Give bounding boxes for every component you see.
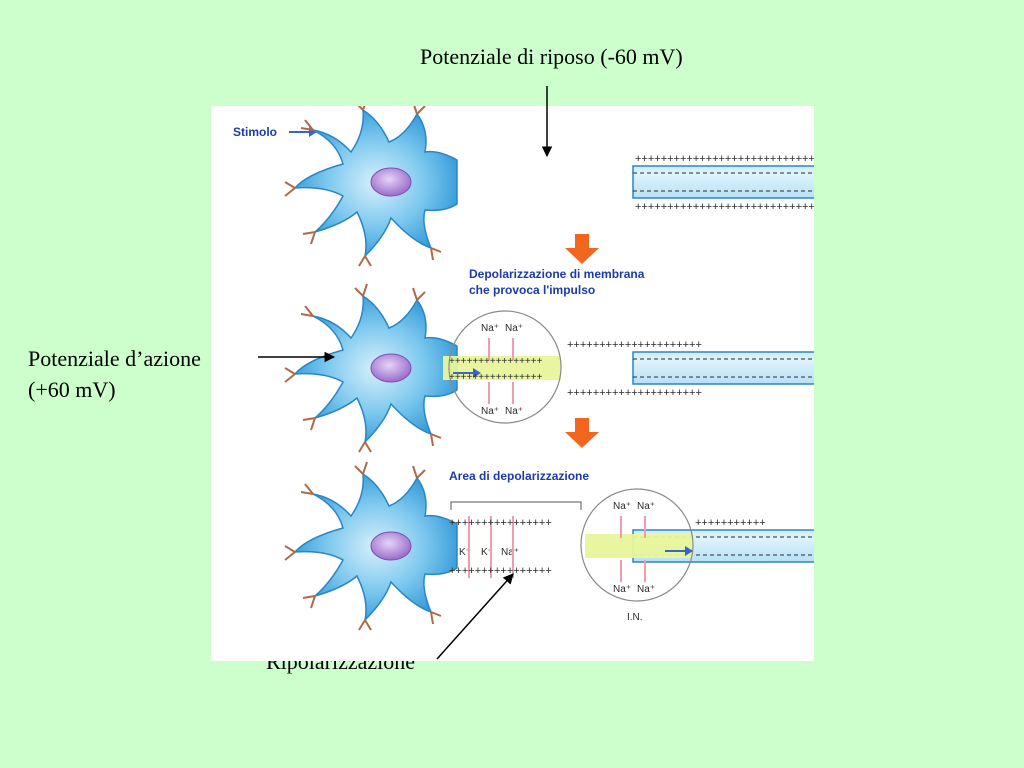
diagram-svg: Stimolo ++++++++++++++++++++++++++++++++… <box>233 106 814 631</box>
panel-resting: Stimolo ++++++++++++++++++++++++++++++++… <box>233 106 814 267</box>
charges-top-2: +++++++++++++++++++++ <box>567 339 702 351</box>
na-ion-top-4: Na⁺ <box>637 501 655 512</box>
depolarization-title-line2: che provoca l'impulso <box>469 283 595 297</box>
depolarized-zone <box>443 356 561 380</box>
charges-bottom-2: +++++++++++++++++++++ <box>567 387 702 399</box>
stimulus-label: Stimolo <box>233 125 277 139</box>
magnifier-circle-2 <box>580 488 694 602</box>
charges-bottom-3: ++++++++++++++++ <box>449 565 552 577</box>
charges-top-3: ++++++++++++++++ <box>449 517 552 529</box>
na-ion-bottom-4: Na⁺ <box>637 584 655 595</box>
resting-potential-label: Potenziale di riposo (-60 mV) <box>420 44 683 69</box>
na-ion-bottom-2: Na⁺ <box>505 406 523 417</box>
orange-arrow-down-icon-2 <box>565 418 599 448</box>
panel-repolarization: Na⁺ Na⁺ Na⁺ Na⁺ I.N. K⁺ K⁺ Na⁺ +++++++++… <box>284 461 814 631</box>
action-potential-label-line2: (+60 mV) <box>28 377 116 402</box>
depolarization-area-title: Area di depolarizzazione <box>449 469 589 483</box>
neuron-cell-body-3 <box>284 461 458 631</box>
impulse-arrowhead-icon <box>473 368 481 378</box>
na-ion-top-1: Na⁺ <box>481 323 499 334</box>
depolarization-area-bracket <box>450 501 582 510</box>
positive-charges-bottom: ++++++++++++++++++++++++++++++++++++ <box>635 201 814 213</box>
na-ion-top-3: Na⁺ <box>613 501 631 512</box>
positive-charges-top: ++++++++++++++++++++++++++++++++++++ <box>635 153 814 165</box>
na-ion-top-2: Na⁺ <box>505 323 523 334</box>
orange-arrow-down-icon <box>565 234 599 264</box>
k-ion-2: K⁺ <box>481 547 493 558</box>
k-ion-1: K⁺ <box>459 547 471 558</box>
sodium-influx-arrows-icon <box>488 338 514 404</box>
na-ion-bottom-1: Na⁺ <box>481 406 499 417</box>
neuron-cell-body <box>284 106 458 267</box>
action-potential-label: Potenziale d’azione (+60 mV) <box>28 343 201 405</box>
charges-inside-top-2: ++++++++++++++++ <box>449 356 543 367</box>
magnifier-circle <box>448 310 562 424</box>
neuron-impulse-diagram: Stimolo ++++++++++++++++++++++++++++++++… <box>211 106 814 661</box>
depolarization-title-line1: Depolarizzazione di membrana <box>469 267 645 281</box>
action-potential-label-line1: Potenziale d’azione <box>28 346 201 371</box>
depolarized-zone-2 <box>585 534 693 558</box>
in-label: I.N. <box>627 612 643 623</box>
charges-inside-bottom-2: ++++++++++++++++ <box>449 372 543 383</box>
sodium-influx-arrows-icon-2 <box>620 516 646 582</box>
ion-exchange-arrows-icon <box>468 516 514 578</box>
impulse-arrowhead-icon-2 <box>685 546 693 556</box>
charges-top-3b: +++++++++++ <box>695 517 766 529</box>
panel-depolarization: Na⁺ Na⁺ Na⁺ Na⁺ +++++++++++++++++++++ ++… <box>284 283 814 453</box>
na-ion-inside: Na⁺ <box>501 547 519 558</box>
na-ion-bottom-3: Na⁺ <box>613 584 631 595</box>
neuron-cell-body-2 <box>284 283 458 453</box>
